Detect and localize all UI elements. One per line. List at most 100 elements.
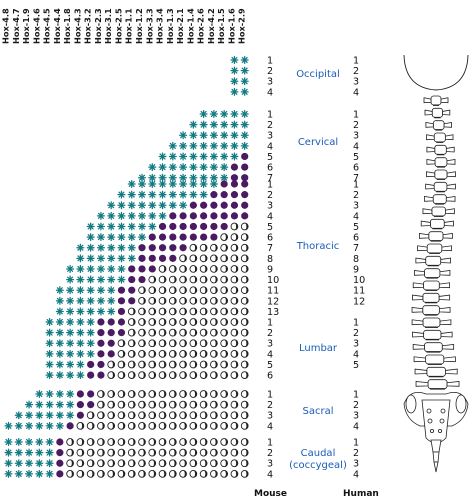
ring-dot [220,328,229,337]
ring-dot [240,328,249,337]
star-mark [14,469,23,478]
ring-dot [179,350,187,358]
dark-dot [138,254,146,262]
ring-dot [230,222,239,231]
ring-dot [179,438,187,446]
vertebra-row [158,152,249,161]
region-block [45,317,249,380]
star-mark [66,328,75,337]
star-mark [107,201,116,210]
ring-dot [76,438,85,446]
ring-dot [220,400,229,409]
mouse-vertebra-number: 1 [267,390,273,401]
star-mark [240,66,249,75]
ring-dot [199,438,208,446]
ring-dot [76,470,85,478]
ring-dot [127,400,136,409]
mouse-vertebra-number: 4 [267,469,273,480]
star-mark [107,286,116,295]
dark-dot [87,401,95,409]
region-name: (coccygeal) [289,460,347,471]
star-mark [199,109,208,119]
star-mark [209,120,218,129]
dark-dot [230,174,239,182]
ring-dot [138,286,146,295]
ring-dot [168,296,177,305]
star-mark [230,152,239,161]
gene-label: Hox-1.9 [21,8,31,44]
vertebra-bone [414,366,458,378]
ring-dot [117,422,126,430]
ring-dot [189,459,198,468]
ring-dot [189,400,198,409]
ring-dot [168,470,177,478]
ring-dot [117,411,126,420]
human-vertebra-number: 4 [353,421,359,432]
star-mark [189,179,198,189]
star-mark [86,222,95,231]
ring-dot [117,360,126,369]
ring-dot [148,275,157,284]
ring-dot [127,371,136,379]
star-mark [117,190,126,199]
star-mark [14,421,23,430]
vertebra-bone [412,292,451,304]
ring-dot [179,254,187,263]
star-mark [230,77,239,86]
ring-dot [199,371,208,379]
ring-dot [240,243,249,252]
human-vertebra-number: 1 [353,390,359,401]
ring-dot [199,318,208,326]
ring-dot [168,339,177,348]
ring-dot [117,400,126,409]
mouse-vertebra-number: 6 [267,233,273,244]
star-mark [230,66,239,75]
human-vertebra-number: 2 [353,328,359,339]
star-mark [55,389,64,399]
dark-dot [200,233,208,241]
human-vertebra-number: 5 [353,152,359,163]
gene-label: Hox-4.7 [11,8,21,44]
star-mark [137,179,147,189]
ring-dot [220,422,229,430]
human-vertebra-number: 4 [353,141,359,152]
ring-dot [240,422,249,430]
ring-dot [220,339,229,348]
ring-dot [210,400,218,409]
ring-dot [168,411,177,420]
star-mark [25,459,34,468]
ring-dot [230,470,239,478]
dark-dot [179,233,187,241]
star-mark [158,201,167,210]
mouse-vertebra-number: 1 [267,56,273,67]
ring-dot [127,328,136,337]
gene-label: Hox-3.3 [144,8,154,44]
star-mark [189,173,198,182]
human-vertebra-number: 1 [353,438,359,449]
dark-dot [189,233,197,241]
ring-dot [179,459,187,468]
ring-dot [148,296,157,305]
star-mark [96,243,105,252]
ring-dot [220,411,229,420]
star-mark [96,254,105,263]
star-mark [148,190,157,199]
ring-dot [76,459,85,468]
dark-dot [148,233,156,241]
ring-dot [158,339,167,348]
ring-dot [107,448,116,457]
star-mark [66,275,75,284]
gene-label: Hox-1.1 [124,8,134,44]
ring-dot [220,390,229,398]
ring-dot [199,400,208,409]
dark-dot [189,212,197,220]
dark-dot [97,350,105,358]
ring-dot [240,459,249,468]
ring-dot [179,371,187,379]
dark-dot [210,222,218,231]
star-mark [66,349,75,358]
ring-dot [168,448,177,457]
dark-dot [169,233,177,241]
mouse-vertebra-number: 12 [267,296,279,307]
